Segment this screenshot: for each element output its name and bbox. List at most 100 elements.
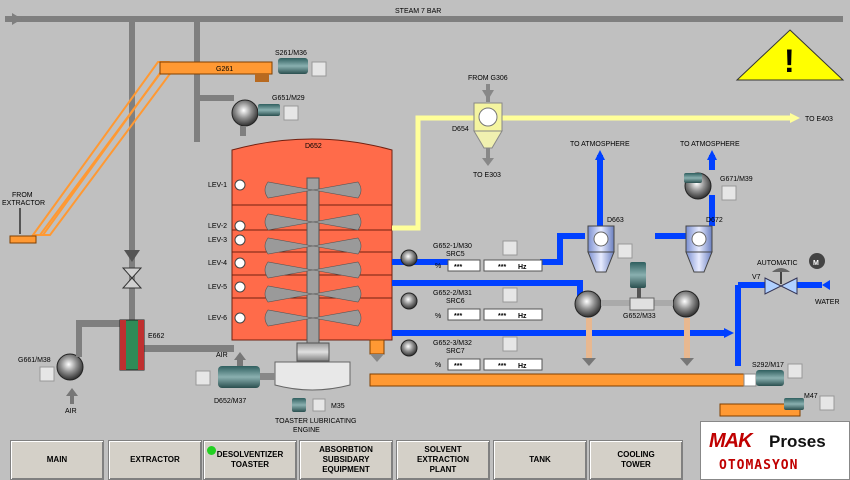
level-4-label: LEV-4 <box>208 260 227 267</box>
svg-text:D672: D672 <box>706 217 723 224</box>
cyclone-fan-left-icon[interactable] <box>574 290 602 318</box>
svg-text:WATER: WATER <box>815 299 840 306</box>
svg-text:G652-1/M30: G652-1/M30 <box>433 243 472 250</box>
nav-desolventizer-toaster-button[interactable]: DESOLVENTIZER TOASTER <box>203 440 297 480</box>
v7-valve-icon[interactable] <box>764 277 783 295</box>
svg-text:***: *** <box>498 264 506 271</box>
g651-fan-icon[interactable] <box>231 99 259 127</box>
svg-text:D663: D663 <box>607 217 624 224</box>
g661-fan-icon[interactable] <box>56 353 84 381</box>
g652-1-fan-icon[interactable] <box>400 249 418 267</box>
nav-solvent-extraction-button[interactable]: SOLVENT EXTRACTION PLANT <box>396 440 490 480</box>
g652-m33-status-box[interactable] <box>617 243 633 259</box>
svg-text:TOASTER LUBRICATING: TOASTER LUBRICATING <box>275 418 356 425</box>
svg-text:SRC6: SRC6 <box>446 298 465 305</box>
svg-text:G652-3/M32: G652-3/M32 <box>433 340 472 347</box>
svg-text:!: ! <box>784 43 795 79</box>
steam-arrow-down-icon <box>124 250 140 262</box>
svg-text:Hz: Hz <box>518 363 527 370</box>
g652-1-status-box[interactable] <box>502 240 518 256</box>
svg-text:S292/M17: S292/M17 <box>752 362 784 369</box>
svg-text:ENGINE: ENGINE <box>293 427 320 434</box>
svg-text:FROM G306: FROM G306 <box>468 75 508 82</box>
g652-3-pct-field[interactable] <box>447 358 481 371</box>
steam-arrow-icon <box>12 13 22 25</box>
level-5-label: LEV-5 <box>208 284 227 291</box>
g652-3-hz-field[interactable] <box>483 358 543 371</box>
g652-2-hz-field[interactable] <box>483 308 543 321</box>
svg-text:***: *** <box>498 313 506 320</box>
g652-1-hz-field[interactable] <box>483 259 543 272</box>
e403-arrow-icon <box>790 113 800 123</box>
svg-text:FROM: FROM <box>12 192 33 199</box>
svg-text:SRC5: SRC5 <box>446 251 465 258</box>
active-indicator-icon <box>207 446 216 455</box>
level-3-label: LEV-3 <box>208 237 227 244</box>
g652-2-pct-field[interactable] <box>447 308 481 321</box>
g652-m33-motor-icon[interactable] <box>630 262 646 288</box>
s261-status-box[interactable] <box>311 61 327 77</box>
m35-motor-icon[interactable] <box>292 398 306 412</box>
level-6-label: LEV-6 <box>208 315 227 322</box>
svg-text:Hz: Hz <box>518 264 527 271</box>
m47-status-box[interactable] <box>819 395 835 411</box>
drive-readouts: G652-1/M30 SRC5 % *** *** Hz G652-2/M31 … <box>400 240 543 371</box>
s261-motor-icon[interactable] <box>278 58 308 74</box>
svg-text:TO E303: TO E303 <box>473 172 501 179</box>
svg-text:D652: D652 <box>305 143 322 150</box>
svg-text:%: % <box>435 263 441 270</box>
svg-text:SRC7: SRC7 <box>446 348 465 355</box>
svg-text:E662: E662 <box>148 333 164 340</box>
g261-conveyor <box>159 61 273 75</box>
svg-text:TO ATMOSPHERE: TO ATMOSPHERE <box>570 141 630 148</box>
level-indicators <box>234 179 246 324</box>
bottom-conveyor <box>369 373 749 387</box>
svg-text:D652/M37: D652/M37 <box>214 398 246 405</box>
svg-text:AIR: AIR <box>216 352 228 359</box>
m47-motor-icon[interactable] <box>784 398 804 410</box>
agitator-paddles <box>264 181 362 327</box>
svg-text:AUTOMATIC: AUTOMATIC <box>757 260 798 267</box>
svg-text:G671/M39: G671/M39 <box>720 176 753 183</box>
g671-status-box[interactable] <box>721 185 737 201</box>
steam-valve-icon[interactable] <box>121 267 143 289</box>
s292-status-box[interactable] <box>787 363 803 379</box>
warning-icon[interactable] <box>735 29 845 81</box>
svg-text:%: % <box>435 362 441 369</box>
g652-1-pct-field[interactable] <box>447 259 481 272</box>
svg-text:V7: V7 <box>752 274 761 281</box>
nav-tank-button[interactable]: TANK <box>493 440 587 480</box>
g261-label: G261 <box>216 66 233 73</box>
vapor-line <box>392 115 790 231</box>
g652-2-fan-icon[interactable] <box>400 292 418 310</box>
cyclone-fan-right-icon[interactable] <box>672 290 700 318</box>
svg-text:***: *** <box>498 363 506 370</box>
g652-3-fan-icon[interactable] <box>400 339 418 357</box>
nav-extractor-button[interactable]: EXTRACTOR <box>108 440 202 480</box>
s292-motor-icon[interactable] <box>756 370 784 386</box>
svg-text:S261/M36: S261/M36 <box>275 50 307 57</box>
nav-absorbtion-button[interactable]: ABSORBTION SUBSIDARY EQUIPMENT <box>299 440 393 480</box>
g661-status-box[interactable] <box>39 366 55 382</box>
nav-main-button[interactable]: MAIN <box>10 440 104 480</box>
svg-text:TO E403: TO E403 <box>805 116 833 123</box>
d652-m37-motor-icon[interactable] <box>218 366 260 388</box>
steam-drop-2 <box>194 22 200 142</box>
nav-cooling-tower-button[interactable]: COOLING TOWER <box>589 440 683 480</box>
automatic-mode-icon[interactable] <box>809 253 825 269</box>
svg-text:Hz: Hz <box>518 313 527 320</box>
g652-2-status-box[interactable] <box>502 287 518 303</box>
svg-text:D654: D654 <box>452 126 469 133</box>
g652-3-status-box[interactable] <box>502 336 518 352</box>
steam-label: STEAM 7 BAR <box>395 8 441 15</box>
svg-text:TO ATMOSPHERE: TO ATMOSPHERE <box>680 141 740 148</box>
d652-m37-status-box[interactable] <box>195 370 211 386</box>
steam-drop-1 <box>129 22 135 352</box>
svg-text:G652/M33: G652/M33 <box>623 313 656 320</box>
svg-text:AIR: AIR <box>65 408 77 415</box>
m35-status-box[interactable] <box>312 398 326 412</box>
steam-header-pipe <box>5 16 843 22</box>
g651-status-box[interactable] <box>283 105 299 121</box>
level-1-label: LEV-1 <box>208 182 227 189</box>
